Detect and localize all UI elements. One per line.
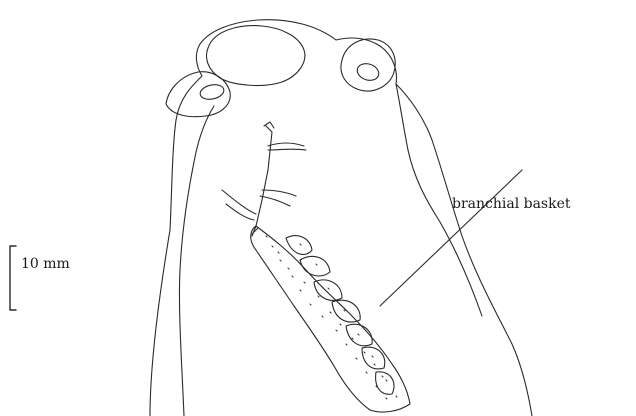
branching-canal	[222, 126, 306, 236]
body-outline	[150, 20, 532, 416]
callout-leader-line	[380, 170, 522, 306]
oral-siphon	[207, 26, 305, 86]
left-aperture	[199, 83, 225, 102]
inner-contour	[179, 106, 214, 416]
canal-tip	[264, 122, 274, 128]
right-aperture	[355, 61, 381, 83]
basket-stippling	[266, 236, 397, 399]
branchial-basket-label: branchial basket	[452, 196, 571, 212]
left-lobe	[166, 72, 230, 117]
scale-label: 10 mm	[21, 256, 70, 272]
branchial-basket-outline	[251, 226, 410, 412]
scale-bar	[10, 246, 16, 310]
right-lobe	[341, 39, 395, 91]
basket-chambers	[286, 236, 394, 395]
